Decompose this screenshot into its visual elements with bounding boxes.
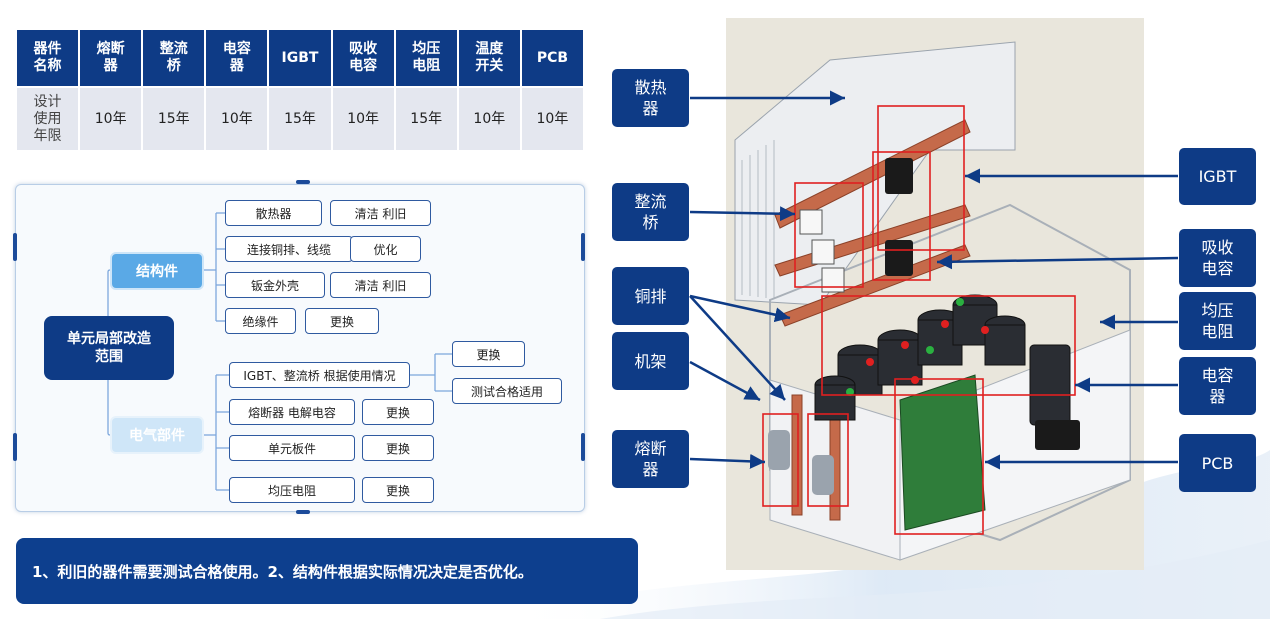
table-header-cell: 电容 器 [204, 28, 270, 88]
structure-action-sheet-metal: 清洁 利旧 [330, 272, 431, 298]
table-cell: 15年 [141, 86, 207, 152]
structure-action-heatsink: 清洁 利旧 [330, 200, 431, 226]
callout-snubber: 吸收 电容 [1179, 229, 1256, 287]
power-unit-photo [726, 18, 1144, 570]
structure-item-heatsink: 散热器 [225, 200, 322, 226]
structure-item-sheet-metal: 钣金外壳 [225, 272, 325, 298]
table-header-cell: 熔断 器 [78, 28, 144, 88]
category-electrical: 电气部件 [110, 416, 204, 454]
igbt-action-test: 测试合格适用 [452, 378, 562, 404]
callout-heatsink: 散热 器 [612, 69, 689, 127]
table-cell: 15年 [393, 86, 459, 152]
table-header-cell: IGBT [267, 28, 333, 88]
electrical-action-fuse-capacitor: 更换 [362, 399, 434, 425]
electrical-item-igbt-rectifier: IGBT、整流桥 根据使用情况 [229, 362, 410, 388]
callout-frame: 机架 [612, 332, 689, 390]
callout-pcb: PCB [1179, 434, 1256, 492]
callout-rectifier: 整流 桥 [612, 183, 689, 241]
table-header-cell: 吸收 电容 [330, 28, 396, 88]
table-row: 设计 使用 年限 10年 15年 10年 15年 10年 15年 10年 10年 [14, 86, 586, 152]
electrical-item-unit-board: 单元板件 [229, 435, 355, 461]
callout-fuse: 熔断 器 [612, 430, 689, 488]
table-header-cell: PCB [519, 28, 586, 88]
panel-handle [13, 233, 17, 261]
table-row-label: 设计 使用 年限 [14, 86, 81, 152]
igbt-action-replace: 更换 [452, 341, 525, 367]
table-cell: 10年 [204, 86, 270, 152]
table-header-row: 器件 名称 熔断 器 整流 桥 电容 器 IGBT 吸收 电容 均压 电阻 温度… [14, 28, 586, 88]
table-cell: 10年 [78, 86, 144, 152]
structure-item-insulator: 绝缘件 [225, 308, 296, 334]
mindmap-root: 单元局部改造 范围 [44, 316, 174, 380]
table-header-cell: 器件 名称 [14, 28, 81, 88]
electrical-item-fuse-capacitor: 熔断器 电解电容 [229, 399, 355, 425]
table-header-cell: 温度 开关 [456, 28, 522, 88]
callout-igbt: IGBT [1179, 148, 1256, 205]
structure-item-busbar-cable: 连接铜排、线缆 [225, 236, 353, 262]
panel-handle [581, 233, 585, 261]
callout-resistor: 均压 电阻 [1179, 292, 1256, 350]
structure-action-busbar-cable: 优化 [350, 236, 421, 262]
callout-capacitor: 电容 器 [1179, 357, 1256, 415]
panel-handle [296, 510, 310, 514]
structure-action-insulator: 更换 [305, 308, 379, 334]
electrical-item-resistor: 均压电阻 [229, 477, 355, 503]
panel-handle [581, 433, 585, 461]
summary-banner: 1、利旧的器件需要测试合格使用。2、结构件根据实际情况决定是否优化。 [16, 538, 638, 604]
table-cell: 10年 [456, 86, 522, 152]
table-cell: 15年 [267, 86, 333, 152]
category-structure: 结构件 [110, 252, 204, 290]
panel-handle [296, 180, 310, 184]
electrical-action-resistor: 更换 [362, 477, 434, 503]
panel-handle [13, 433, 17, 461]
table-cell: 10年 [330, 86, 396, 152]
callout-busbar: 铜排 [612, 267, 689, 325]
table-header-cell: 均压 电阻 [393, 28, 459, 88]
electrical-action-unit-board: 更换 [362, 435, 434, 461]
table-cell: 10年 [519, 86, 586, 152]
lifetime-table: 器件 名称 熔断 器 整流 桥 电容 器 IGBT 吸收 电容 均压 电阻 温度… [14, 28, 586, 152]
table-header-cell: 整流 桥 [141, 28, 207, 88]
